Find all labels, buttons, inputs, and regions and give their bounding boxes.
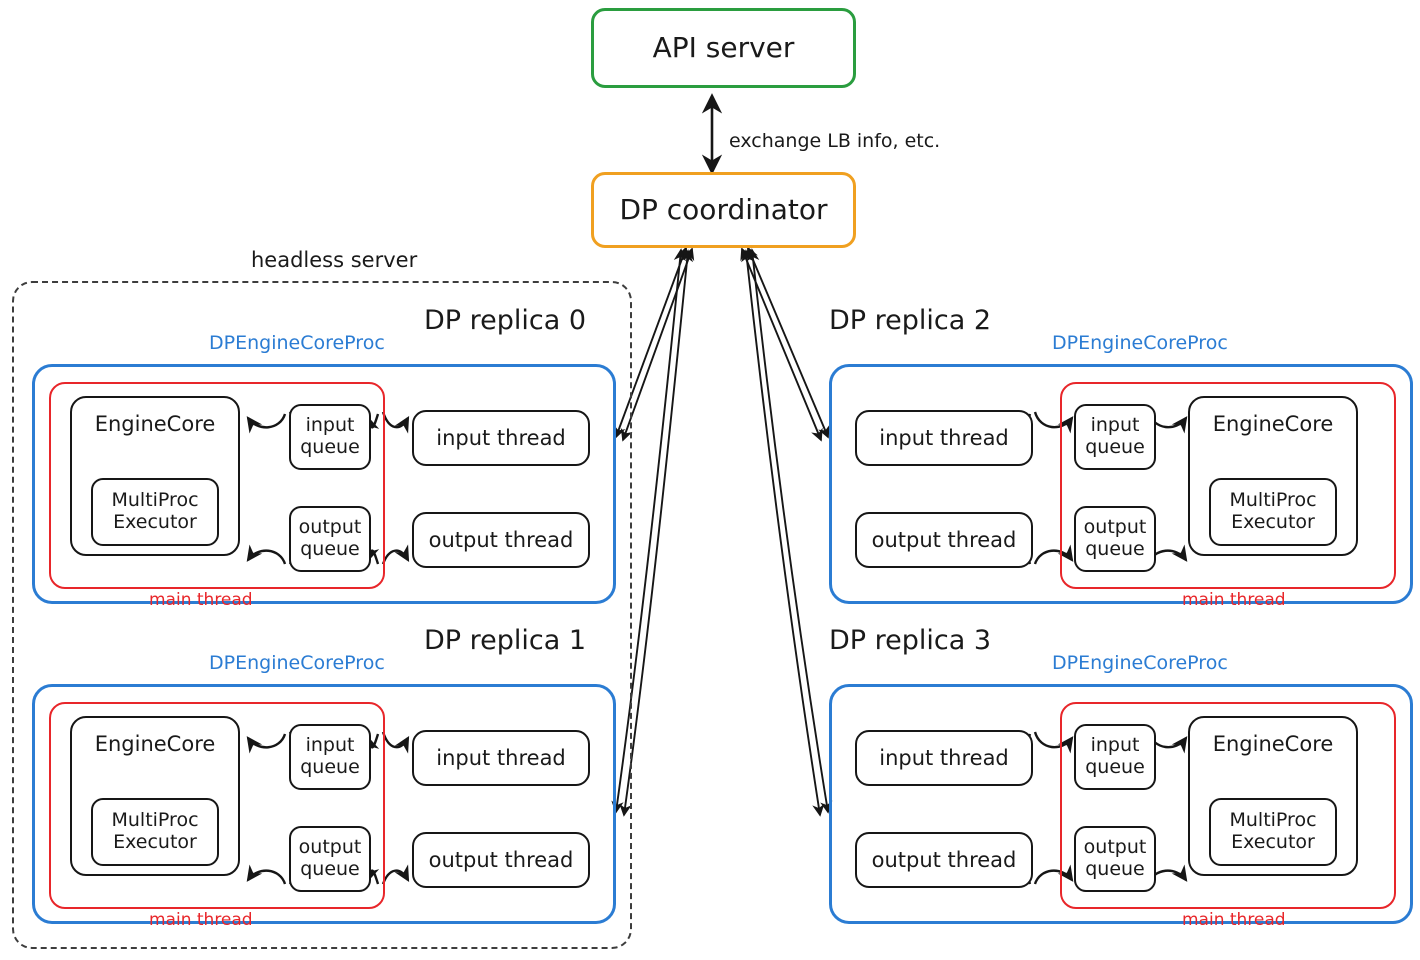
replica-1-input-queue[interactable]: input queue bbox=[289, 724, 371, 790]
replica-3-output-thread-label: output thread bbox=[871, 848, 1017, 872]
replica-2-engine-core-label: EngineCore bbox=[1212, 412, 1334, 436]
api-server-node[interactable]: API server bbox=[591, 8, 856, 88]
dp-coordinator-label: DP coordinator bbox=[619, 193, 828, 227]
replica-3-main-thread-label: main thread bbox=[1182, 910, 1286, 930]
replica-1-output-queue-label: output queue bbox=[298, 836, 362, 880]
replica-0-main-thread-label: main thread bbox=[149, 590, 253, 610]
replica-3-input-queue-label: input queue bbox=[1085, 734, 1145, 778]
replica-0-multiproc-executor-label: MultiProc Executor bbox=[111, 489, 199, 533]
replica-2-input-queue[interactable]: input queue bbox=[1074, 404, 1156, 470]
replica-3-multiproc-executor-label: MultiProc Executor bbox=[1229, 809, 1317, 853]
arrow-coordinator-replica-2 bbox=[740, 246, 830, 442]
replica-3-input-thread[interactable]: input thread bbox=[855, 730, 1033, 786]
replica-2-input-thread[interactable]: input thread bbox=[855, 410, 1033, 466]
replica-2-multiproc-executor[interactable]: MultiProc Executor bbox=[1209, 478, 1337, 546]
replica-2-main-thread-label: main thread bbox=[1182, 590, 1286, 610]
replica-1-input-queue-label: input queue bbox=[300, 734, 360, 778]
replica-3-input-thread-label: input thread bbox=[879, 746, 1009, 770]
headless-server-label: headless server bbox=[251, 248, 418, 272]
replica-2-main-thread-box bbox=[1060, 382, 1396, 589]
replica-0-multiproc-executor[interactable]: MultiProc Executor bbox=[91, 478, 219, 546]
replica-2-title: DP replica 2 bbox=[829, 305, 992, 336]
replica-0-input-queue[interactable]: input queue bbox=[289, 404, 371, 470]
replica-1-process-label: DPEngineCoreProc bbox=[209, 652, 385, 674]
replica-2-input-thread-label: input thread bbox=[879, 426, 1009, 450]
replica-2-input-queue-label: input queue bbox=[1085, 414, 1145, 458]
replica-2-output-thread[interactable]: output thread bbox=[855, 512, 1033, 568]
exchange-lb-info-label: exchange LB info, etc. bbox=[729, 130, 941, 152]
replica-3-engine-core-label: EngineCore bbox=[1212, 732, 1334, 756]
replica-1-output-queue[interactable]: output queue bbox=[289, 826, 371, 892]
dp-coordinator-node[interactable]: DP coordinator bbox=[591, 172, 856, 248]
replica-2-output-queue[interactable]: output queue bbox=[1074, 506, 1156, 572]
replica-1-main-thread-label: main thread bbox=[149, 910, 253, 930]
replica-3-output-thread[interactable]: output thread bbox=[855, 832, 1033, 888]
replica-1-output-thread-label: output thread bbox=[428, 848, 574, 872]
replica-1-multiproc-executor-label: MultiProc Executor bbox=[111, 809, 199, 853]
replica-3-main-thread-box bbox=[1060, 702, 1396, 909]
replica-3-title: DP replica 3 bbox=[829, 625, 992, 656]
replica-0-title: DP replica 0 bbox=[424, 305, 587, 336]
replica-3-multiproc-executor[interactable]: MultiProc Executor bbox=[1209, 798, 1337, 866]
replica-3-process-box bbox=[829, 684, 1413, 924]
replica-0-main-thread-box bbox=[49, 382, 385, 589]
replica-0-output-queue[interactable]: output queue bbox=[289, 506, 371, 572]
replica-3-output-queue[interactable]: output queue bbox=[1074, 826, 1156, 892]
replica-2-output-thread-label: output thread bbox=[871, 528, 1017, 552]
replica-0-input-thread[interactable]: input thread bbox=[412, 410, 590, 466]
replica-0-output-thread[interactable]: output thread bbox=[412, 512, 590, 568]
replica-1-multiproc-executor[interactable]: MultiProc Executor bbox=[91, 798, 219, 866]
replica-0-output-queue-label: output queue bbox=[298, 516, 362, 560]
replica-1-process-box bbox=[32, 684, 616, 924]
replica-2-process-label: DPEngineCoreProc bbox=[1052, 332, 1228, 354]
replica-0-output-thread-label: output thread bbox=[428, 528, 574, 552]
replica-0-input-thread-label: input thread bbox=[436, 426, 566, 450]
api-server-label: API server bbox=[652, 31, 795, 65]
replica-0-process-label: DPEngineCoreProc bbox=[209, 332, 385, 354]
replica-2-output-queue-label: output queue bbox=[1083, 516, 1147, 560]
replica-1-input-thread[interactable]: input thread bbox=[412, 730, 590, 786]
replica-1-title: DP replica 1 bbox=[424, 625, 587, 656]
replica-2-multiproc-executor-label: MultiProc Executor bbox=[1229, 489, 1317, 533]
headless-server-boundary bbox=[12, 281, 632, 949]
replica-0-engine-core-label: EngineCore bbox=[94, 412, 216, 436]
replica-0-process-box bbox=[32, 364, 616, 604]
replica-1-main-thread-box bbox=[49, 702, 385, 909]
replica-1-output-thread[interactable]: output thread bbox=[412, 832, 590, 888]
replica-2-process-box bbox=[829, 364, 1413, 604]
replica-3-input-queue[interactable]: input queue bbox=[1074, 724, 1156, 790]
replica-1-input-thread-label: input thread bbox=[436, 746, 566, 770]
replica-0-input-queue-label: input queue bbox=[300, 414, 360, 458]
arrow-coordinator-replica-3 bbox=[741, 248, 833, 817]
replica-1-engine-core-label: EngineCore bbox=[94, 732, 216, 756]
replica-3-process-label: DPEngineCoreProc bbox=[1052, 652, 1228, 674]
replica-3-output-queue-label: output queue bbox=[1083, 836, 1147, 880]
